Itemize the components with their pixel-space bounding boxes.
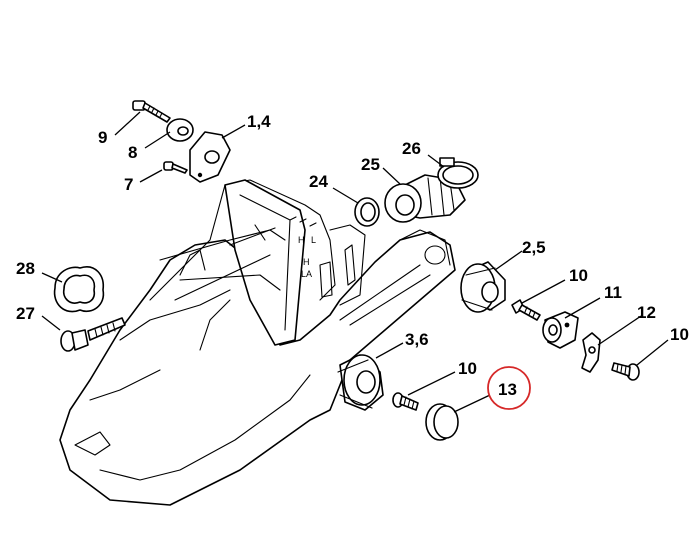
housing-mark-h2: H [303,257,310,267]
part-screw-10b [611,362,640,381]
part-screw-10a [511,299,541,321]
part-holder-11 [542,311,579,349]
engine-housing: H L H LA [59,179,456,506]
part-clamp-26 [437,157,479,189]
callout-26: 26 [402,139,421,158]
part-buffer-3-6 [337,354,384,411]
callout-labels: 9 8 7 1,4 24 25 26 28 27 2,5 10 11 12 10… [16,112,689,399]
callout-25: 25 [361,155,380,174]
callout-10c: 10 [458,359,477,378]
callout-27: 27 [16,304,35,323]
part-screw-10c [392,392,419,411]
callout-28: 28 [16,259,35,278]
part-screw-9 [132,100,171,123]
callout-13: 13 [498,380,517,399]
callout-24: 24 [309,172,328,191]
leader-lines [41,111,669,413]
callout-8: 8 [128,143,137,162]
callout-10b: 10 [670,325,689,344]
part-bracket-12 [581,332,601,373]
callout-2-5: 2,5 [522,238,546,257]
housing-mark-la: LA [301,269,312,279]
part-ring-24 [354,197,380,227]
callout-11: 11 [604,283,622,302]
callout-1-4: 1,4 [247,112,271,131]
callout-12: 12 [637,303,656,322]
callout-7: 7 [124,175,133,194]
part-cover-plate-1-4 [189,131,231,183]
housing-mark-h1: H [298,235,305,245]
highlight-circle-13 [487,366,531,410]
callout-9: 9 [98,128,107,147]
part-washer-8 [166,118,194,142]
part-plug-13 [425,403,459,441]
callout-10a: 10 [569,266,588,285]
part-screw-7 [163,161,188,174]
housing-mark-l: L [311,235,316,245]
part-screw-27 [60,317,126,352]
part-gasket-28 [53,266,105,313]
callout-3-6: 3,6 [405,330,429,349]
part-buffer-2-5 [460,261,506,313]
